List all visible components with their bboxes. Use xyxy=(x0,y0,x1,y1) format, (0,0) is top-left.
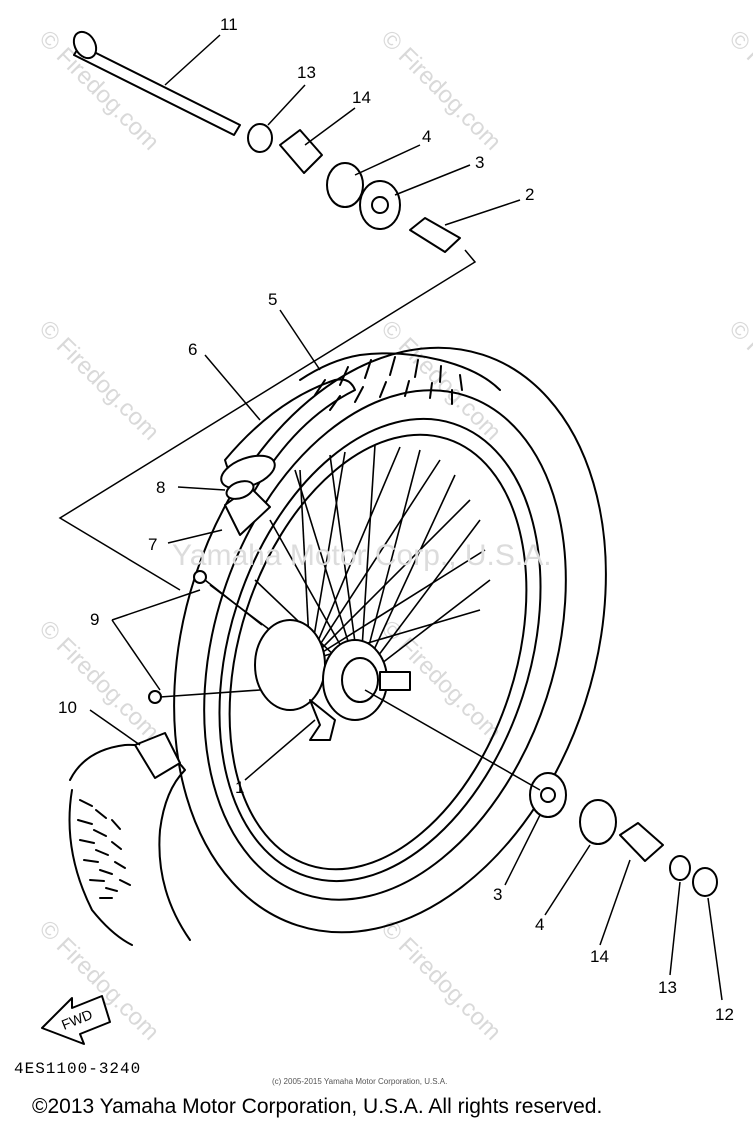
leader-10 xyxy=(89,709,141,746)
spoke-line xyxy=(359,474,456,681)
fwd-arrow: FWD xyxy=(41,995,111,1045)
spoke-line xyxy=(309,446,401,661)
leader-assembly-bracket xyxy=(58,249,477,591)
leader-14-top xyxy=(304,107,356,146)
part-code: 4ES1100-3240 xyxy=(14,1060,142,1078)
leader-3-top xyxy=(394,164,471,196)
axle-shaft xyxy=(73,44,241,136)
axle-centerline xyxy=(364,689,541,791)
leader-7 xyxy=(167,529,223,544)
hub-rim-guard xyxy=(134,732,181,779)
leader-6 xyxy=(204,354,261,421)
axle-nut xyxy=(692,867,718,897)
callout-3-bottom: 3 xyxy=(493,885,502,904)
callout-8: 8 xyxy=(156,478,165,497)
leader-11 xyxy=(164,34,221,86)
leader-13-top xyxy=(267,84,306,126)
bearing-bottom-inner xyxy=(540,787,556,803)
rim-inner-edge xyxy=(218,417,542,883)
hub-center xyxy=(341,657,379,703)
spacer-flange-top xyxy=(279,129,323,174)
callout-6: 6 xyxy=(188,340,197,359)
leader-4-bottom xyxy=(544,844,591,916)
spoke-loose xyxy=(159,689,261,698)
spacer-center xyxy=(409,217,461,253)
spacer-flange-bottom xyxy=(619,822,664,862)
callout-13-top: 13 xyxy=(297,63,316,82)
callout-1: 1 xyxy=(235,778,244,797)
hub-mount-tab xyxy=(309,699,336,741)
axle-and-hardware xyxy=(72,30,718,897)
callout-10: 10 xyxy=(58,698,77,717)
spoke-line xyxy=(309,459,441,661)
callout-3-top: 3 xyxy=(475,153,484,172)
leader-9a xyxy=(111,589,201,621)
watermark-layer: © Firedog.com © Firedog.com © Firedog.co… xyxy=(34,25,753,1046)
leader-8 xyxy=(177,486,226,491)
callout-12: 12 xyxy=(715,1005,734,1024)
tire-and-rim xyxy=(68,346,607,946)
tread-top-edge xyxy=(299,352,501,391)
rim-outer-edge xyxy=(203,389,567,901)
leader-9b xyxy=(111,619,161,691)
spoke-line xyxy=(309,499,471,661)
leader-2 xyxy=(444,199,521,226)
spoke-nipple xyxy=(148,690,162,704)
watermark-5: © Firedog.com xyxy=(34,615,165,746)
spoke-nipple xyxy=(193,570,207,584)
spoke-line xyxy=(309,549,486,661)
callout-14-top: 14 xyxy=(352,88,371,107)
fwd-arrow-shape xyxy=(41,995,111,1045)
tire-tread-blocks xyxy=(77,799,131,899)
callout-2: 2 xyxy=(525,185,534,204)
leader-4-top xyxy=(354,144,421,176)
watermark-2: © Firedog.com xyxy=(376,25,507,156)
callout-13-bottom: 13 xyxy=(658,978,677,997)
leader-13-bottom xyxy=(669,881,681,976)
watermark-10: © Firedog.com xyxy=(724,315,753,446)
oil-seal-top xyxy=(326,162,364,208)
bearing-top-inner xyxy=(371,196,389,214)
tire-side-wall xyxy=(68,789,133,946)
leader-1 xyxy=(244,719,316,781)
spoke-loose xyxy=(204,579,263,626)
watermark-9: © Firedog.com xyxy=(724,25,753,156)
leader-5 xyxy=(279,309,321,371)
bearing-top xyxy=(359,180,401,230)
hub-drum-left xyxy=(254,619,326,711)
hub-assembly xyxy=(254,619,411,741)
axle-head xyxy=(72,30,98,60)
watermark-3: © Firedog.com xyxy=(34,315,165,446)
tire-tread-pattern xyxy=(314,356,463,411)
valve-nut xyxy=(225,480,255,500)
collar-top xyxy=(247,123,273,153)
callout-5: 5 xyxy=(268,290,277,309)
hub-spacer xyxy=(379,671,411,691)
collar-bottom xyxy=(669,855,691,881)
rim-channel xyxy=(228,433,528,871)
leader-lines xyxy=(58,34,723,1001)
callout-7: 7 xyxy=(148,535,157,554)
small-credit: (c) 2005-2015 Yamaha Motor Corporation, … xyxy=(272,1077,448,1086)
callout-14-bottom: 14 xyxy=(590,947,609,966)
watermark-8: © Firedog.com xyxy=(376,915,507,1046)
leader-12 xyxy=(707,897,723,1001)
copyright-notice: ©2013 Yamaha Motor Corporation, U.S.A. A… xyxy=(32,1095,603,1118)
callout-4-top: 4 xyxy=(422,127,431,146)
callout-4-bottom: 4 xyxy=(535,915,544,934)
callout-11: 11 xyxy=(220,15,238,34)
callout-9: 9 xyxy=(90,610,99,629)
leader-14-bottom xyxy=(599,859,631,946)
oil-seal-bottom xyxy=(579,799,617,845)
callout-labels: 11 13 14 4 3 2 5 6 8 7 9 10 1 3 4 14 13 … xyxy=(58,15,734,1024)
leader-3-bottom xyxy=(504,814,541,886)
brand-watermark: Yamaha Motor Corp., U.S.A. xyxy=(172,539,552,572)
tire-section-cutaway xyxy=(69,743,191,941)
spoke-line xyxy=(309,451,346,661)
bearing-bottom xyxy=(529,772,567,818)
